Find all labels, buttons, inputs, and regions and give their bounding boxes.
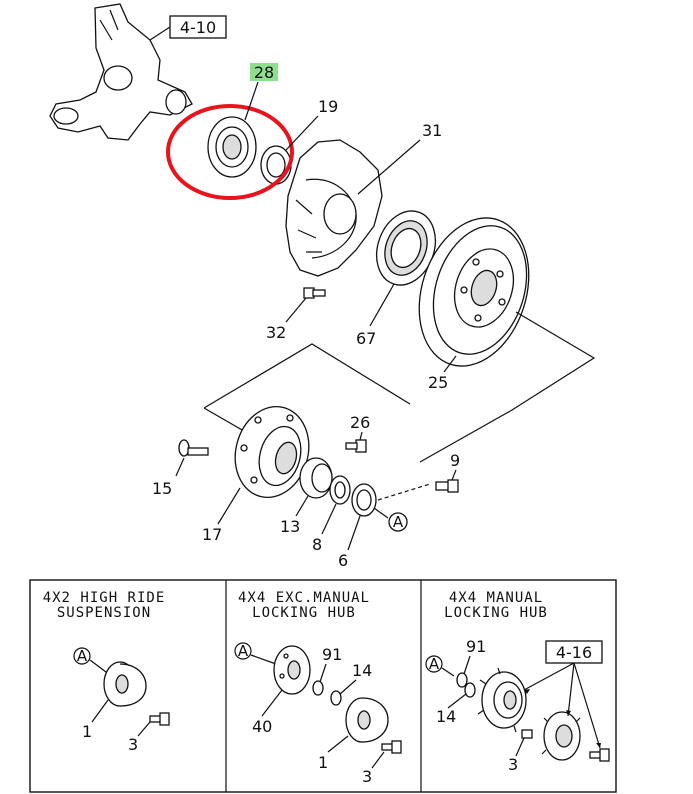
panel2-ring-14[interactable] <box>330 690 342 706</box>
bolt-32[interactable] <box>303 287 326 299</box>
washer-8[interactable] <box>329 475 351 505</box>
label-6[interactable]: 6 <box>338 551 348 570</box>
panel1-bolt[interactable] <box>149 712 170 726</box>
label-26[interactable]: 26 <box>350 413 370 432</box>
bearing-13[interactable] <box>299 457 333 499</box>
label-15[interactable]: 15 <box>152 479 172 498</box>
label-31[interactable]: 31 <box>422 121 442 140</box>
panel1-hub[interactable] <box>103 661 147 707</box>
oil-seal-67[interactable] <box>367 203 446 294</box>
bolt-26[interactable] <box>345 439 367 453</box>
panel1-label-3[interactable]: 3 <box>128 735 138 754</box>
panel2-hub[interactable] <box>345 697 389 743</box>
panel3-label-14[interactable]: 14 <box>436 707 456 726</box>
panel3-ring-14[interactable] <box>464 682 476 698</box>
label-a: A <box>393 513 404 531</box>
panel3-ring-91[interactable] <box>456 672 468 688</box>
panel2-ring-91[interactable] <box>312 680 324 696</box>
panel1-title-line1: 4X2 HIGH RIDE <box>43 590 166 606</box>
panel2-title-line1: 4X4 EXC.MANUAL <box>238 590 370 606</box>
brake-disc-25[interactable] <box>401 204 547 381</box>
wheel-bolt-15[interactable] <box>178 439 209 457</box>
panel3-ref-label: 4-16 <box>556 643 592 662</box>
ref-label-4-10: 4-10 <box>180 18 216 37</box>
panel1-label-1[interactable]: 1 <box>82 722 92 741</box>
panel3-bolt[interactable] <box>589 748 610 762</box>
panel-4x4-manual: 4X4 MANUAL LOCKING HUB A 91 14 <box>425 590 610 774</box>
label-17[interactable]: 17 <box>202 525 222 544</box>
panel3-bolt-small[interactable] <box>521 729 533 739</box>
panel3-ref-box-4-16[interactable]: 4-16 <box>523 640 603 749</box>
label-9[interactable]: 9 <box>450 451 460 470</box>
panel-4x4-exc-manual: 4X4 EXC.MANUAL LOCKING HUB A 40 91 14 <box>234 590 402 786</box>
panel3-title-line1: 4X4 MANUAL <box>449 590 543 606</box>
lock-nut-6[interactable] <box>351 483 377 517</box>
panel2-bolt[interactable] <box>381 740 402 754</box>
panel1-title-line2: SUSPENSION <box>57 605 151 621</box>
panel3-label-91[interactable]: 91 <box>466 637 486 656</box>
label-25[interactable]: 25 <box>428 373 448 392</box>
label-32[interactable]: 32 <box>266 323 286 342</box>
panel2-label-40[interactable]: 40 <box>252 717 272 736</box>
label-19[interactable]: 19 <box>318 97 338 116</box>
panel3-title-line2: LOCKING HUB <box>444 605 548 621</box>
panel2-label-a: A <box>238 642 249 660</box>
panel2-flange-40[interactable] <box>273 645 311 695</box>
steering-knuckle[interactable] <box>49 3 193 141</box>
panel1-label-a: A <box>77 647 88 665</box>
panel-4x2-high-ride: 4X2 HIGH RIDE SUSPENSION A 1 3 <box>43 590 170 754</box>
panel2-title-line2: LOCKING HUB <box>252 605 356 621</box>
panel3-label-a: A <box>429 655 440 673</box>
highlighted-bearing-28[interactable] <box>207 116 292 185</box>
variants-panel-frame <box>29 579 617 793</box>
highlight-circle <box>166 104 294 200</box>
panel2-label-3[interactable]: 3 <box>362 767 372 786</box>
reference-marker-a[interactable]: A <box>373 507 408 532</box>
label-13[interactable]: 13 <box>280 517 300 536</box>
bolt-9[interactable] <box>435 479 459 493</box>
panel3-hub-cap[interactable] <box>541 711 581 761</box>
panel2-label-1[interactable]: 1 <box>318 753 328 772</box>
label-67[interactable]: 67 <box>356 329 376 348</box>
dust-shield-31[interactable] <box>285 139 383 277</box>
highlight-label-bg <box>250 63 278 81</box>
ref-box-4-10[interactable]: 4-10 <box>149 15 227 41</box>
panel3-locking-hub[interactable] <box>477 667 527 733</box>
label-28[interactable]: 28 <box>254 63 274 82</box>
assembly-outline <box>203 311 596 463</box>
wheel-hub-17[interactable] <box>225 398 318 506</box>
label-8[interactable]: 8 <box>312 535 322 554</box>
panel3-label-3[interactable]: 3 <box>508 755 518 774</box>
panel2-label-91[interactable]: 91 <box>322 645 342 664</box>
panel2-label-14[interactable]: 14 <box>352 661 372 680</box>
